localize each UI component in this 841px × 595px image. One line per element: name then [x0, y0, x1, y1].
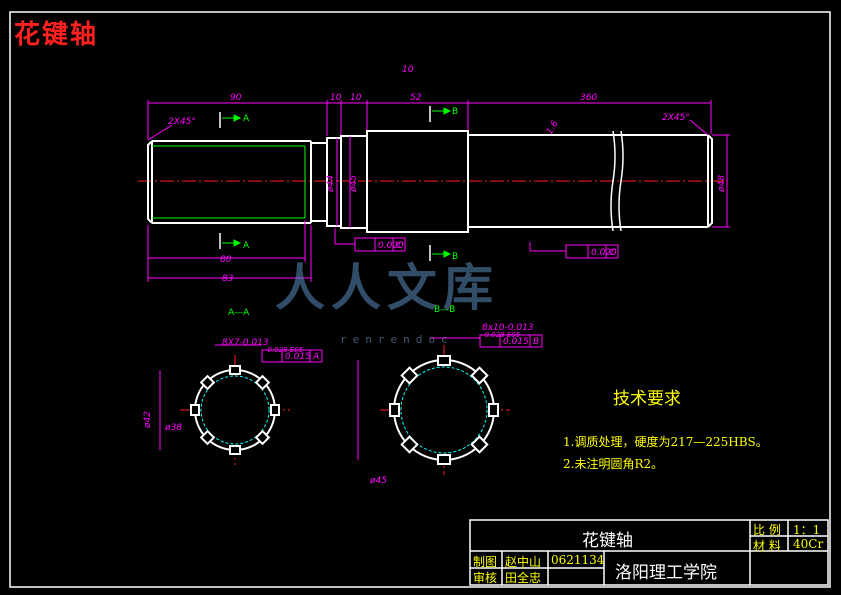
tech-item-1: 1.调质处理，硬度为217—225HBS。	[563, 435, 768, 449]
tol1: 0.020	[378, 241, 404, 251]
tb-school: 洛阳理工学院	[615, 563, 717, 583]
spline-b: 8x10-0.013	[482, 323, 534, 333]
dim-83: 83	[222, 274, 234, 284]
dim-360: 360	[580, 93, 597, 103]
dim-80: 80	[220, 255, 232, 265]
tb-material-label: 材 料	[753, 539, 781, 553]
dim-top-10: 10	[402, 65, 414, 75]
chamfer-right: 2X45°	[662, 113, 690, 123]
section-b-top: B	[452, 107, 458, 117]
break-lines	[610, 130, 624, 232]
chamfer-left: 2X45°	[168, 117, 196, 127]
shaft-outline	[147, 130, 713, 233]
dim-10b: 10	[350, 93, 362, 103]
tech-item-2: 2.未注明圆角R2。	[563, 457, 664, 471]
dim-90: 90	[230, 93, 242, 103]
watermark-sub: renrendoc	[340, 333, 454, 346]
tb-drawn-label: 制图	[473, 555, 498, 569]
section-markers	[219, 106, 431, 261]
tb-scale-label: 比 例	[753, 523, 781, 537]
dim-dia48: ø48	[717, 175, 727, 193]
tb-part-name: 花键轴	[582, 531, 633, 551]
tb-scale-value: 1：1	[793, 523, 821, 537]
tb-check-label: 审核	[473, 571, 498, 585]
title-block	[469, 519, 829, 586]
ftol-a: 0.015	[285, 352, 311, 362]
drawing-title: 花键轴	[14, 20, 99, 50]
dim-10a: 10	[330, 93, 342, 103]
tb-drawn-name: 赵中山	[505, 555, 542, 569]
dim-dia42: ø42	[143, 411, 153, 429]
dim-45b: ø45	[369, 476, 387, 486]
tb-check-name: 田全忠	[505, 571, 542, 585]
drawing-border	[9, 11, 831, 588]
rough-mark: 1.6	[545, 119, 561, 137]
section-aa-title: A—A	[228, 308, 250, 318]
dimension-texts: 10 90 10 10 52 360 2X45° 2X45° 80 83 0.0…	[143, 65, 727, 486]
tb-material-value: 40Cr	[793, 537, 824, 551]
spline-b-sub: -0.028 E05	[482, 331, 521, 339]
dim-38: ø38	[164, 423, 182, 433]
datum2: C	[609, 248, 616, 258]
spline-a-sub: -0.028 E05	[265, 346, 304, 354]
watermark-text: 人人文库	[275, 258, 499, 317]
ftol-b: 0.015	[503, 337, 529, 347]
fdat-a: A	[312, 352, 319, 362]
section-a-top: A	[243, 114, 250, 124]
tol2: 0.020	[591, 248, 617, 258]
dim-dia44: ø44	[326, 175, 336, 193]
section-b-view	[357, 334, 543, 475]
section-a-bottom: A	[243, 241, 250, 251]
tb-drawn-id: 0621134	[551, 553, 605, 567]
section-bb-title: B—B	[434, 305, 455, 315]
tech-requirements-title: 技术要求	[613, 389, 681, 409]
fdat-b: B	[533, 337, 539, 347]
spline-lines	[152, 145, 306, 219]
dim-52: 52	[410, 93, 422, 103]
section-b-bottom: B	[452, 252, 458, 262]
dimension-lines	[147, 100, 730, 282]
spline-a: 8X7-0.013	[222, 338, 269, 348]
dim-dia45: ø45	[349, 175, 359, 193]
section-a-view	[159, 344, 323, 465]
datum1: C	[396, 241, 403, 251]
section-arrows	[222, 107, 452, 258]
section-labels: A A B B A—A B—B	[228, 107, 458, 318]
